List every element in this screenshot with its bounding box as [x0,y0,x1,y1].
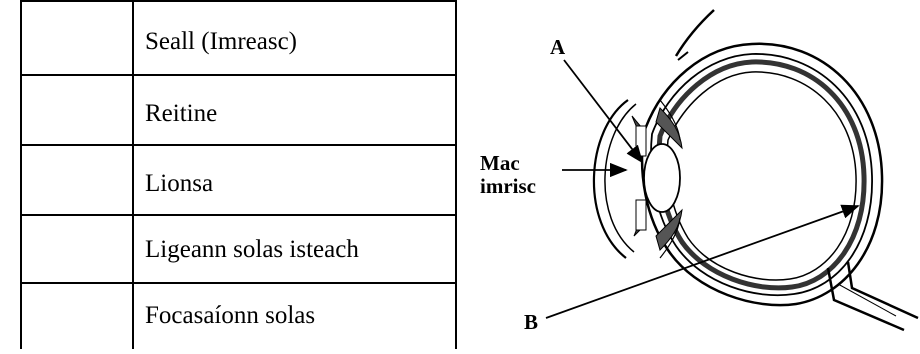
answer-cell-2[interactable] [22,76,131,143]
label-pupil-line2: imrisc [480,174,536,198]
cornea [592,99,629,259]
table-top-border [20,0,456,2]
term-sclera: Seall (Imreasc) [145,28,298,55]
ciliary-body-lower [659,217,681,259]
eye-diagram: A Mac imrisc B [456,0,920,349]
answer-cell-4[interactable] [22,216,131,281]
label-a: A [550,35,566,59]
ciliary-body-upper [655,107,683,150]
term-lets-light-in: Ligeann solas isteach [145,236,359,263]
optic-nerve [837,283,897,317]
optic-nerve [826,267,905,332]
ciliary-body-lower [655,208,683,251]
eyelid-outline [677,51,689,61]
label-b: B [524,310,539,334]
answer-cell-1[interactable] [22,2,131,73]
ciliary-body-upper [659,99,681,141]
answer-cell-3[interactable] [22,146,131,213]
sclera-outer [640,42,884,307]
label-pupil-line1: Mac [480,151,520,175]
optic-nerve [846,261,919,320]
table-row-divider [20,282,456,284]
eye-cross-section [545,9,919,332]
table-right-border [455,0,457,349]
term-retina: Reitine [145,100,218,127]
table-row-divider [20,214,456,216]
arrow-b [545,204,860,319]
table-row-divider [20,74,456,76]
sclera-inner [650,53,873,297]
choroid [656,59,867,291]
table-left-border [20,0,22,349]
term-lens: Lionsa [145,170,214,197]
term-focuses-light: Focasaíonn solas [145,302,316,329]
iris-upper-tissue [635,125,647,157]
cornea [604,103,637,253]
eyelid-outline [674,9,715,57]
lens [643,143,681,213]
table-row-divider [20,144,456,146]
answer-cell-5[interactable] [22,284,131,349]
retina [666,71,857,281]
table-column-divider [132,0,134,349]
iris-lower-tissue [635,199,647,231]
arrow-a [563,59,644,164]
